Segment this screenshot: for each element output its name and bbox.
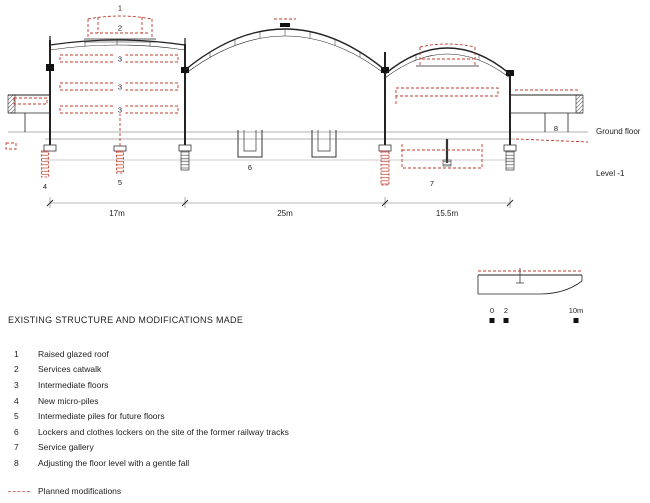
scale-bar: 0 2 10m xyxy=(489,306,584,323)
legend-item-label: Service gallery xyxy=(38,442,94,453)
existing-pile xyxy=(505,150,515,171)
callout-3c: 3 xyxy=(118,106,122,115)
scale-0: 0 xyxy=(490,306,494,315)
intermediate-pile xyxy=(116,150,124,174)
legend-item-number: 1 xyxy=(14,348,19,359)
legend-item: 4 New micro-piles xyxy=(8,393,289,409)
scale-10m: 10m xyxy=(569,306,584,315)
callouts: 1 2 3 3 3 4 5 6 7 8 xyxy=(43,3,558,191)
service-gallery xyxy=(401,144,483,169)
scale-square xyxy=(489,318,495,323)
legend-item: 3 Intermediate floors xyxy=(8,377,289,393)
legend-item-number: 8 xyxy=(14,457,19,468)
callout-3a: 3 xyxy=(118,55,122,64)
dashed-line-swatch xyxy=(8,490,30,492)
dim-bay-3: 15.5m xyxy=(436,209,459,218)
legend-item-label: Lockers and clothes lockers on the site … xyxy=(38,426,289,437)
legend-item: 1 Raised glazed roof xyxy=(8,346,289,362)
left-bay-roof xyxy=(49,36,186,52)
legend-item-label: Raised glazed roof xyxy=(38,348,109,359)
gallery-pile-foot xyxy=(442,159,452,167)
planned-modifications: Planned modifications xyxy=(8,486,121,496)
new-pile-mid xyxy=(380,150,390,186)
legend-item: 5 Intermediate piles for future floors xyxy=(8,408,289,424)
level-labels: Ground floor Level -1 xyxy=(596,127,641,178)
legend: 1 Raised glazed roof 2 Services catwalk … xyxy=(8,346,289,471)
legend-item-label: New micro-piles xyxy=(38,395,99,406)
right-arch xyxy=(384,47,511,79)
raised-glazed-roof xyxy=(84,15,156,43)
legend-item-number: 7 xyxy=(14,442,19,453)
footings xyxy=(43,144,517,152)
dim-bay-1: 17m xyxy=(109,209,125,218)
callout-5: 5 xyxy=(118,178,122,187)
legend-item-number: 5 xyxy=(14,411,19,422)
legend-item: 8 Adjusting the floor level with a gentl… xyxy=(8,455,289,471)
raised-glazed-roof-right xyxy=(416,43,479,67)
existing-pile xyxy=(180,150,190,171)
lockers xyxy=(237,130,337,158)
new-micro-pile xyxy=(41,150,49,178)
ground-floor-label: Ground floor xyxy=(596,127,641,136)
legend-item-label: Adjusting the floor level with a gentle … xyxy=(38,457,190,468)
piles xyxy=(41,139,515,186)
dimension-labels: 17m 25m 15.5m xyxy=(109,209,458,218)
legend-item-number: 3 xyxy=(14,379,19,390)
dimension-line xyxy=(46,197,514,208)
legend-item-label: Intermediate piles for future floors xyxy=(38,411,165,422)
section-heading: EXISTING STRUCTURE AND MODIFICATIONS MAD… xyxy=(8,315,244,325)
section-drawing: 17m 25m 15.5m Ground floor Level -1 1 2 … xyxy=(5,3,641,323)
legend-item-number: 4 xyxy=(14,395,19,406)
scale-square xyxy=(573,318,579,323)
legend-item: 7 Service gallery xyxy=(8,440,289,456)
callout-4: 4 xyxy=(43,182,47,191)
intermediate-floors xyxy=(5,54,578,150)
callout-1: 1 xyxy=(118,4,122,13)
floor-fall-line xyxy=(515,138,589,143)
ground-lines xyxy=(8,131,588,161)
scale-square xyxy=(503,318,509,323)
legend-item-label: Services catwalk xyxy=(38,364,102,375)
legend-item: 6 Lockers and clothes lockers on the sit… xyxy=(8,424,289,440)
left-wing xyxy=(7,94,50,132)
right-wing xyxy=(510,94,584,132)
callout-2: 2 xyxy=(118,24,122,33)
detail-drawing xyxy=(477,268,583,295)
legend-item-number: 6 xyxy=(14,426,19,437)
callout-8: 8 xyxy=(554,124,558,133)
planned-modifications-label: Planned modifications xyxy=(38,486,122,496)
dim-bay-2: 25m xyxy=(277,209,293,218)
middle-arch xyxy=(184,23,386,75)
legend-item-number: 2 xyxy=(14,364,19,375)
callout-6: 6 xyxy=(248,163,252,172)
legend-item-label: Intermediate floors xyxy=(38,379,109,390)
level-minus-1-label: Level -1 xyxy=(596,169,625,178)
callout-3b: 3 xyxy=(118,83,122,92)
scale-2: 2 xyxy=(504,306,508,315)
legend-item: 2 Services catwalk xyxy=(8,362,289,378)
callout-7: 7 xyxy=(430,179,434,188)
